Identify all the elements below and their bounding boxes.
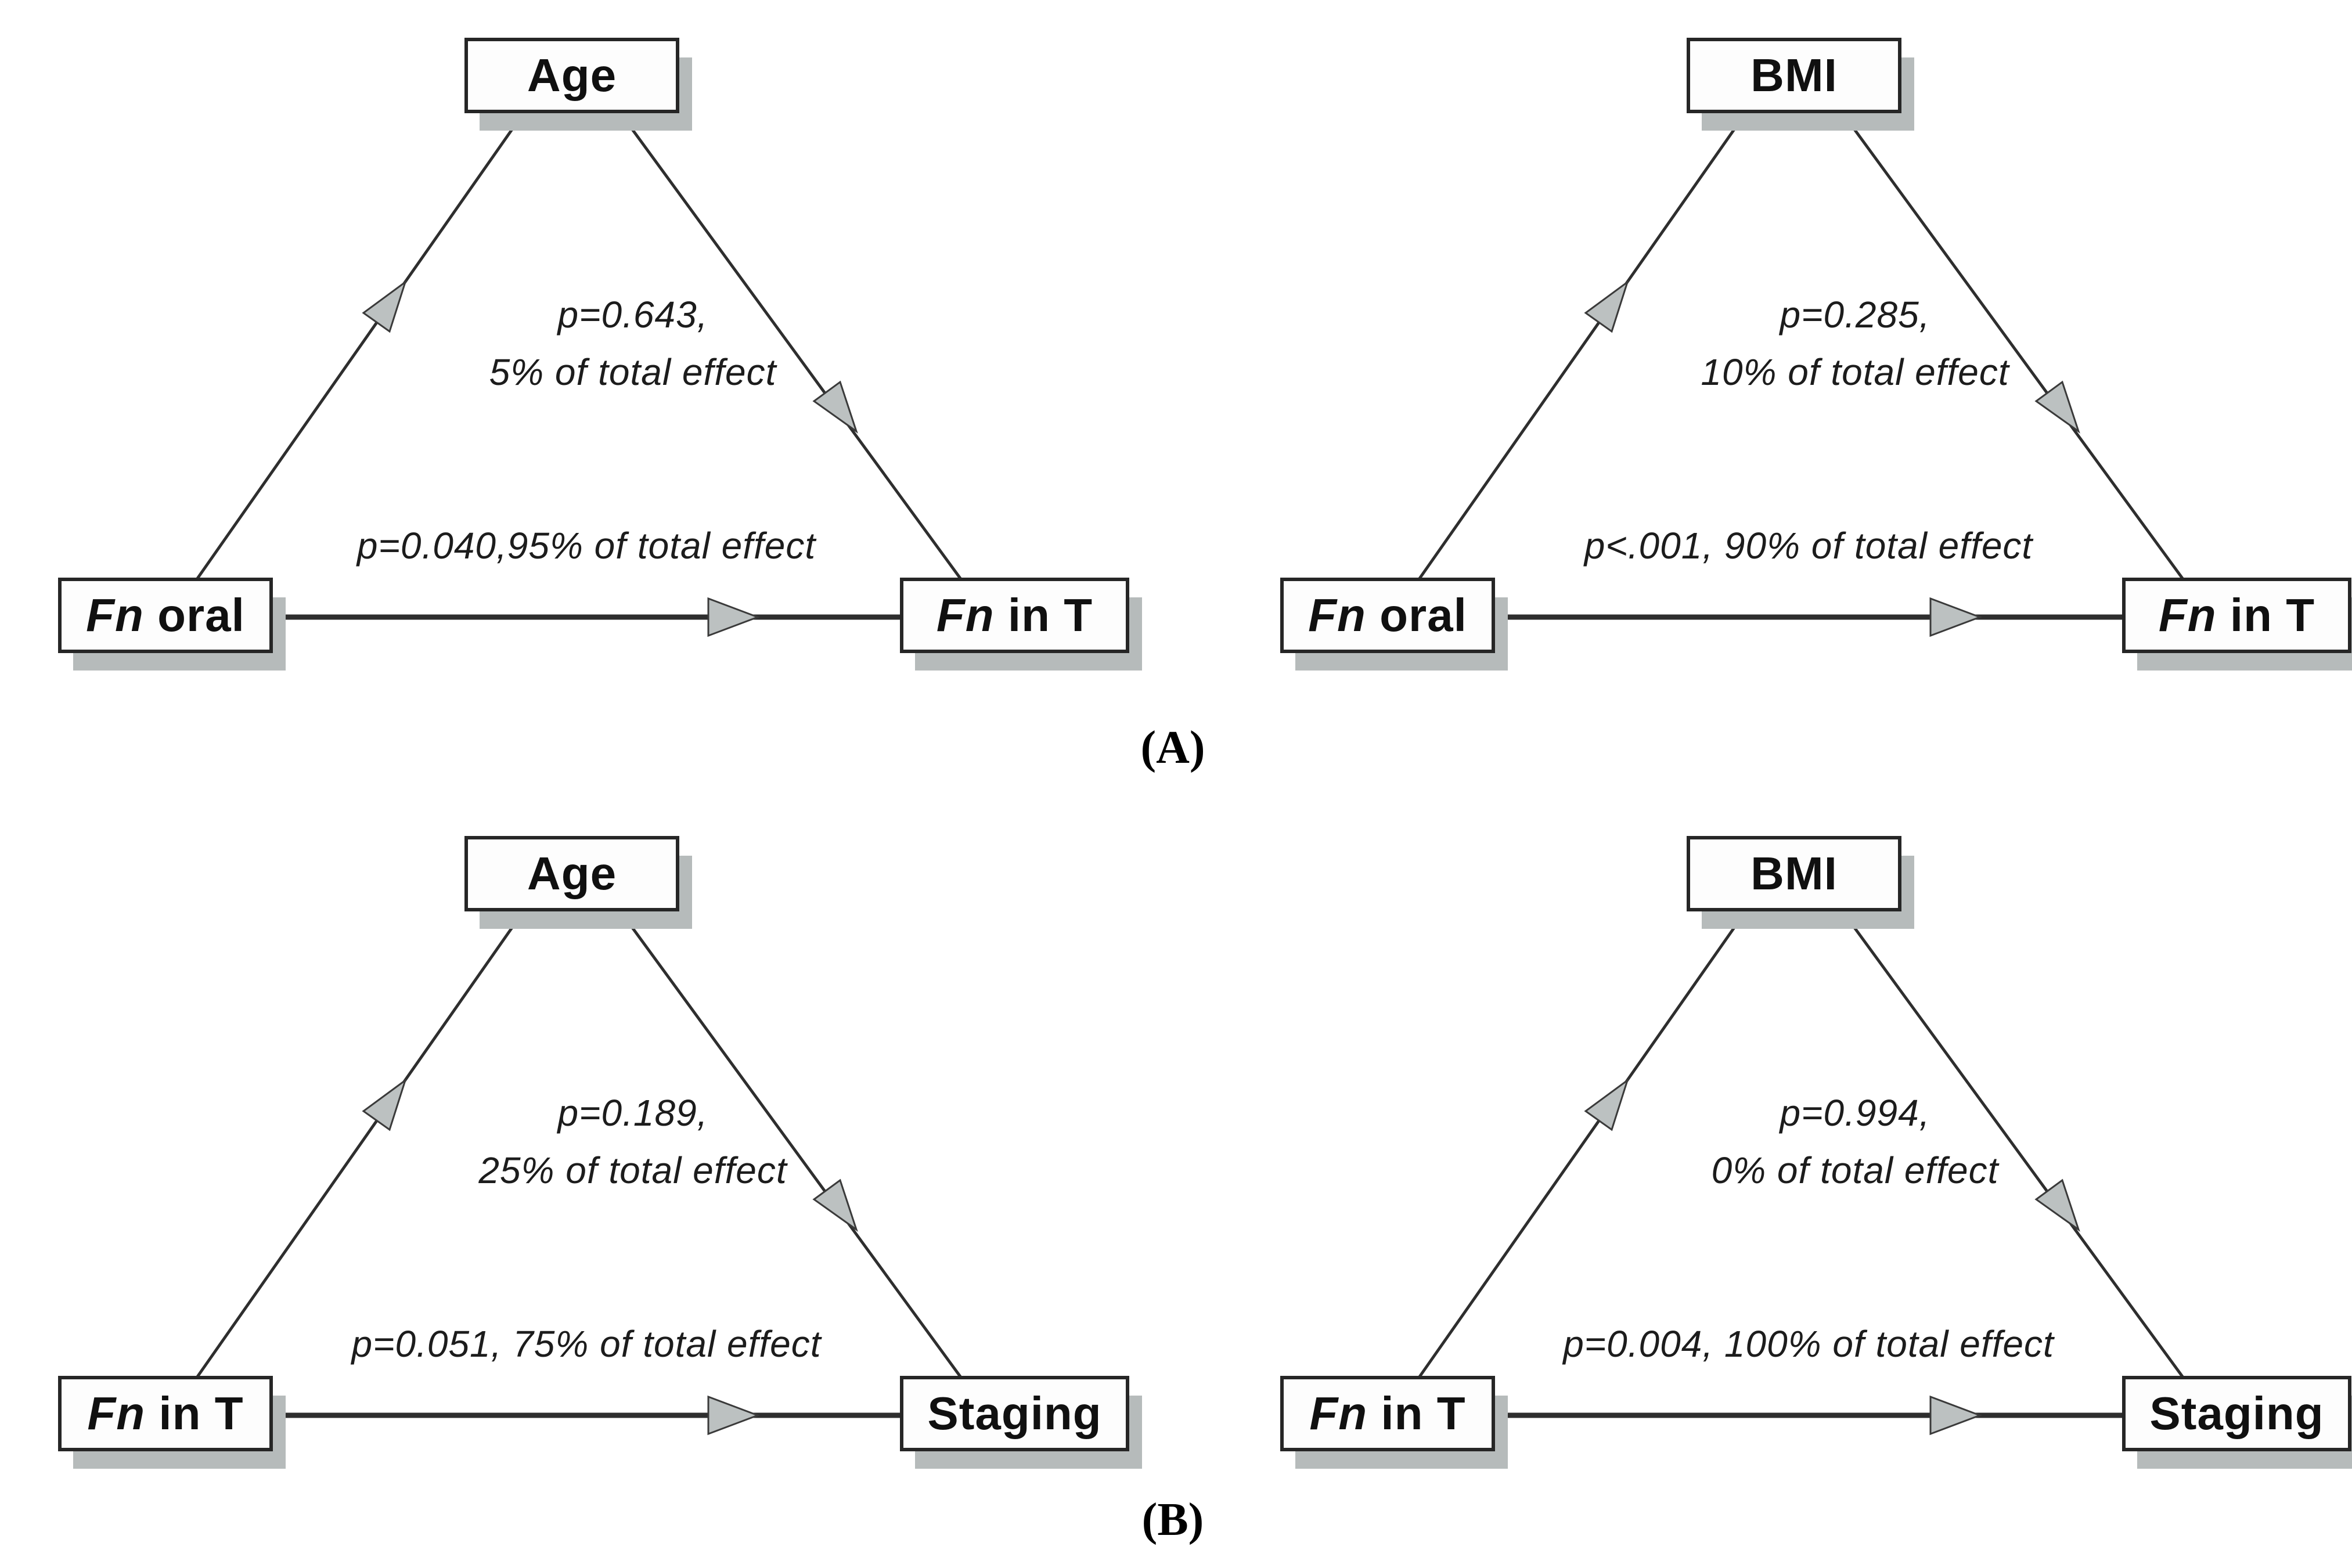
indirect-path-pvalue: p=0.285, — [1780, 294, 1930, 336]
indirect-path-pvalue: p=0.643, — [557, 294, 708, 336]
indirect-down-arrowhead-icon — [812, 1178, 858, 1232]
indirect-path-label: p=0.285, 10% of total effect — [1701, 286, 2009, 401]
indirect-up-arrowhead-icon — [362, 1078, 407, 1131]
mediation-diagram-a-right: BMI Fn oral Fn in T p=0.285, 10% of tota… — [1274, 38, 2352, 662]
direct-path-label: p<.001, 90% of total effect — [1584, 525, 2033, 567]
indirect-down-arrowhead-icon — [2034, 380, 2080, 434]
indirect-path-effect: 5% of total effect — [489, 351, 777, 394]
direct-right-arrowhead-icon — [1929, 597, 1983, 637]
node-label: oral — [143, 589, 245, 641]
node-outcome: Fn in T — [2122, 578, 2351, 653]
node-label-italic: Fn — [1308, 589, 1366, 641]
node-label-italic: Fn — [936, 589, 995, 641]
node-label: Age — [527, 49, 617, 101]
arrows-canvas — [1406, 109, 2196, 637]
indirect-up-arrowhead-icon — [362, 280, 407, 333]
node-label: BMI — [1751, 49, 1838, 101]
indirect-up-arrowhead-icon — [1584, 280, 1629, 333]
direct-path-label: p=0.004, 100% of total effect — [1563, 1323, 2054, 1365]
node-label: BMI — [1751, 848, 1838, 899]
node-mediator: BMI — [1687, 38, 1901, 113]
indirect-path-pvalue: p=0.994, — [1780, 1092, 1930, 1134]
direct-right-arrowhead-icon — [707, 597, 761, 637]
direct-right-arrowhead-icon — [707, 1395, 761, 1436]
indirect-right-arrow-line — [1839, 109, 2196, 596]
indirect-up-arrowhead-icon — [1584, 1078, 1629, 1131]
node-label: in T — [1367, 1387, 1466, 1439]
node-label: in T — [145, 1387, 244, 1439]
node-label: Staging — [927, 1387, 1102, 1439]
indirect-left-arrow-line — [1406, 109, 1749, 596]
node-exposure: Fn in T — [58, 1376, 273, 1451]
node-outcome: Fn in T — [900, 578, 1129, 653]
mediation-diagram-b-left: Age Fn in T Staging p=0.189, 25% of tota… — [52, 836, 1132, 1460]
indirect-right-arrow-line — [617, 109, 974, 596]
node-label-italic: Fn — [86, 589, 144, 641]
indirect-path-label: p=0.189, 25% of total effect — [478, 1084, 787, 1199]
indirect-path-effect: 10% of total effect — [1701, 351, 2009, 394]
arrows-canvas — [1406, 907, 2196, 1436]
node-mediator: BMI — [1687, 836, 1901, 911]
indirect-down-arrowhead-icon — [2034, 1178, 2080, 1232]
indirect-path-effect: 25% of total effect — [478, 1149, 787, 1192]
node-exposure: Fn oral — [1280, 578, 1495, 653]
indirect-path-label: p=0.994, 0% of total effect — [1712, 1084, 1999, 1199]
arrows-canvas — [184, 109, 974, 637]
panel-b-label: (B) — [1141, 1494, 1204, 1545]
node-label-italic: Fn — [2158, 589, 2217, 641]
indirect-path-pvalue: p=0.189, — [557, 1092, 708, 1134]
node-label: oral — [1366, 589, 1467, 641]
arrows-canvas — [184, 907, 974, 1436]
indirect-down-arrowhead-icon — [812, 380, 858, 434]
indirect-left-arrow-line — [184, 109, 527, 596]
mediation-diagram-b-right: BMI Fn in T Staging p=0.994, 0% of total… — [1274, 836, 2352, 1460]
direct-path-label: p=0.040,95% of total effect — [356, 525, 816, 567]
direct-path-label: p=0.051, 75% of total effect — [351, 1323, 822, 1365]
node-label-italic: Fn — [87, 1387, 146, 1439]
node-exposure: Fn oral — [58, 578, 273, 653]
panel-a-label: (A) — [1140, 722, 1205, 773]
direct-right-arrowhead-icon — [1929, 1395, 1983, 1436]
node-mediator: Age — [464, 836, 679, 911]
indirect-path-label: p=0.643, 5% of total effect — [489, 286, 777, 401]
node-mediator: Age — [464, 38, 679, 113]
indirect-path-effect: 0% of total effect — [1711, 1149, 1999, 1192]
node-label: Age — [527, 848, 617, 899]
indirect-right-arrow-line — [1839, 907, 2196, 1394]
mediation-diagram-a-left: Age Fn oral Fn in T p=0.643, 5% of total… — [52, 38, 1132, 662]
indirect-left-arrow-line — [1406, 907, 1749, 1394]
node-label: in T — [994, 589, 1093, 641]
node-outcome: Staging — [900, 1376, 1129, 1451]
node-outcome: Staging — [2122, 1376, 2351, 1451]
node-exposure: Fn in T — [1280, 1376, 1495, 1451]
indirect-left-arrow-line — [184, 907, 527, 1394]
indirect-right-arrow-line — [617, 907, 974, 1394]
node-label: Staging — [2149, 1387, 2324, 1439]
node-label-italic: Fn — [1309, 1387, 1368, 1439]
node-label: in T — [2216, 589, 2315, 641]
